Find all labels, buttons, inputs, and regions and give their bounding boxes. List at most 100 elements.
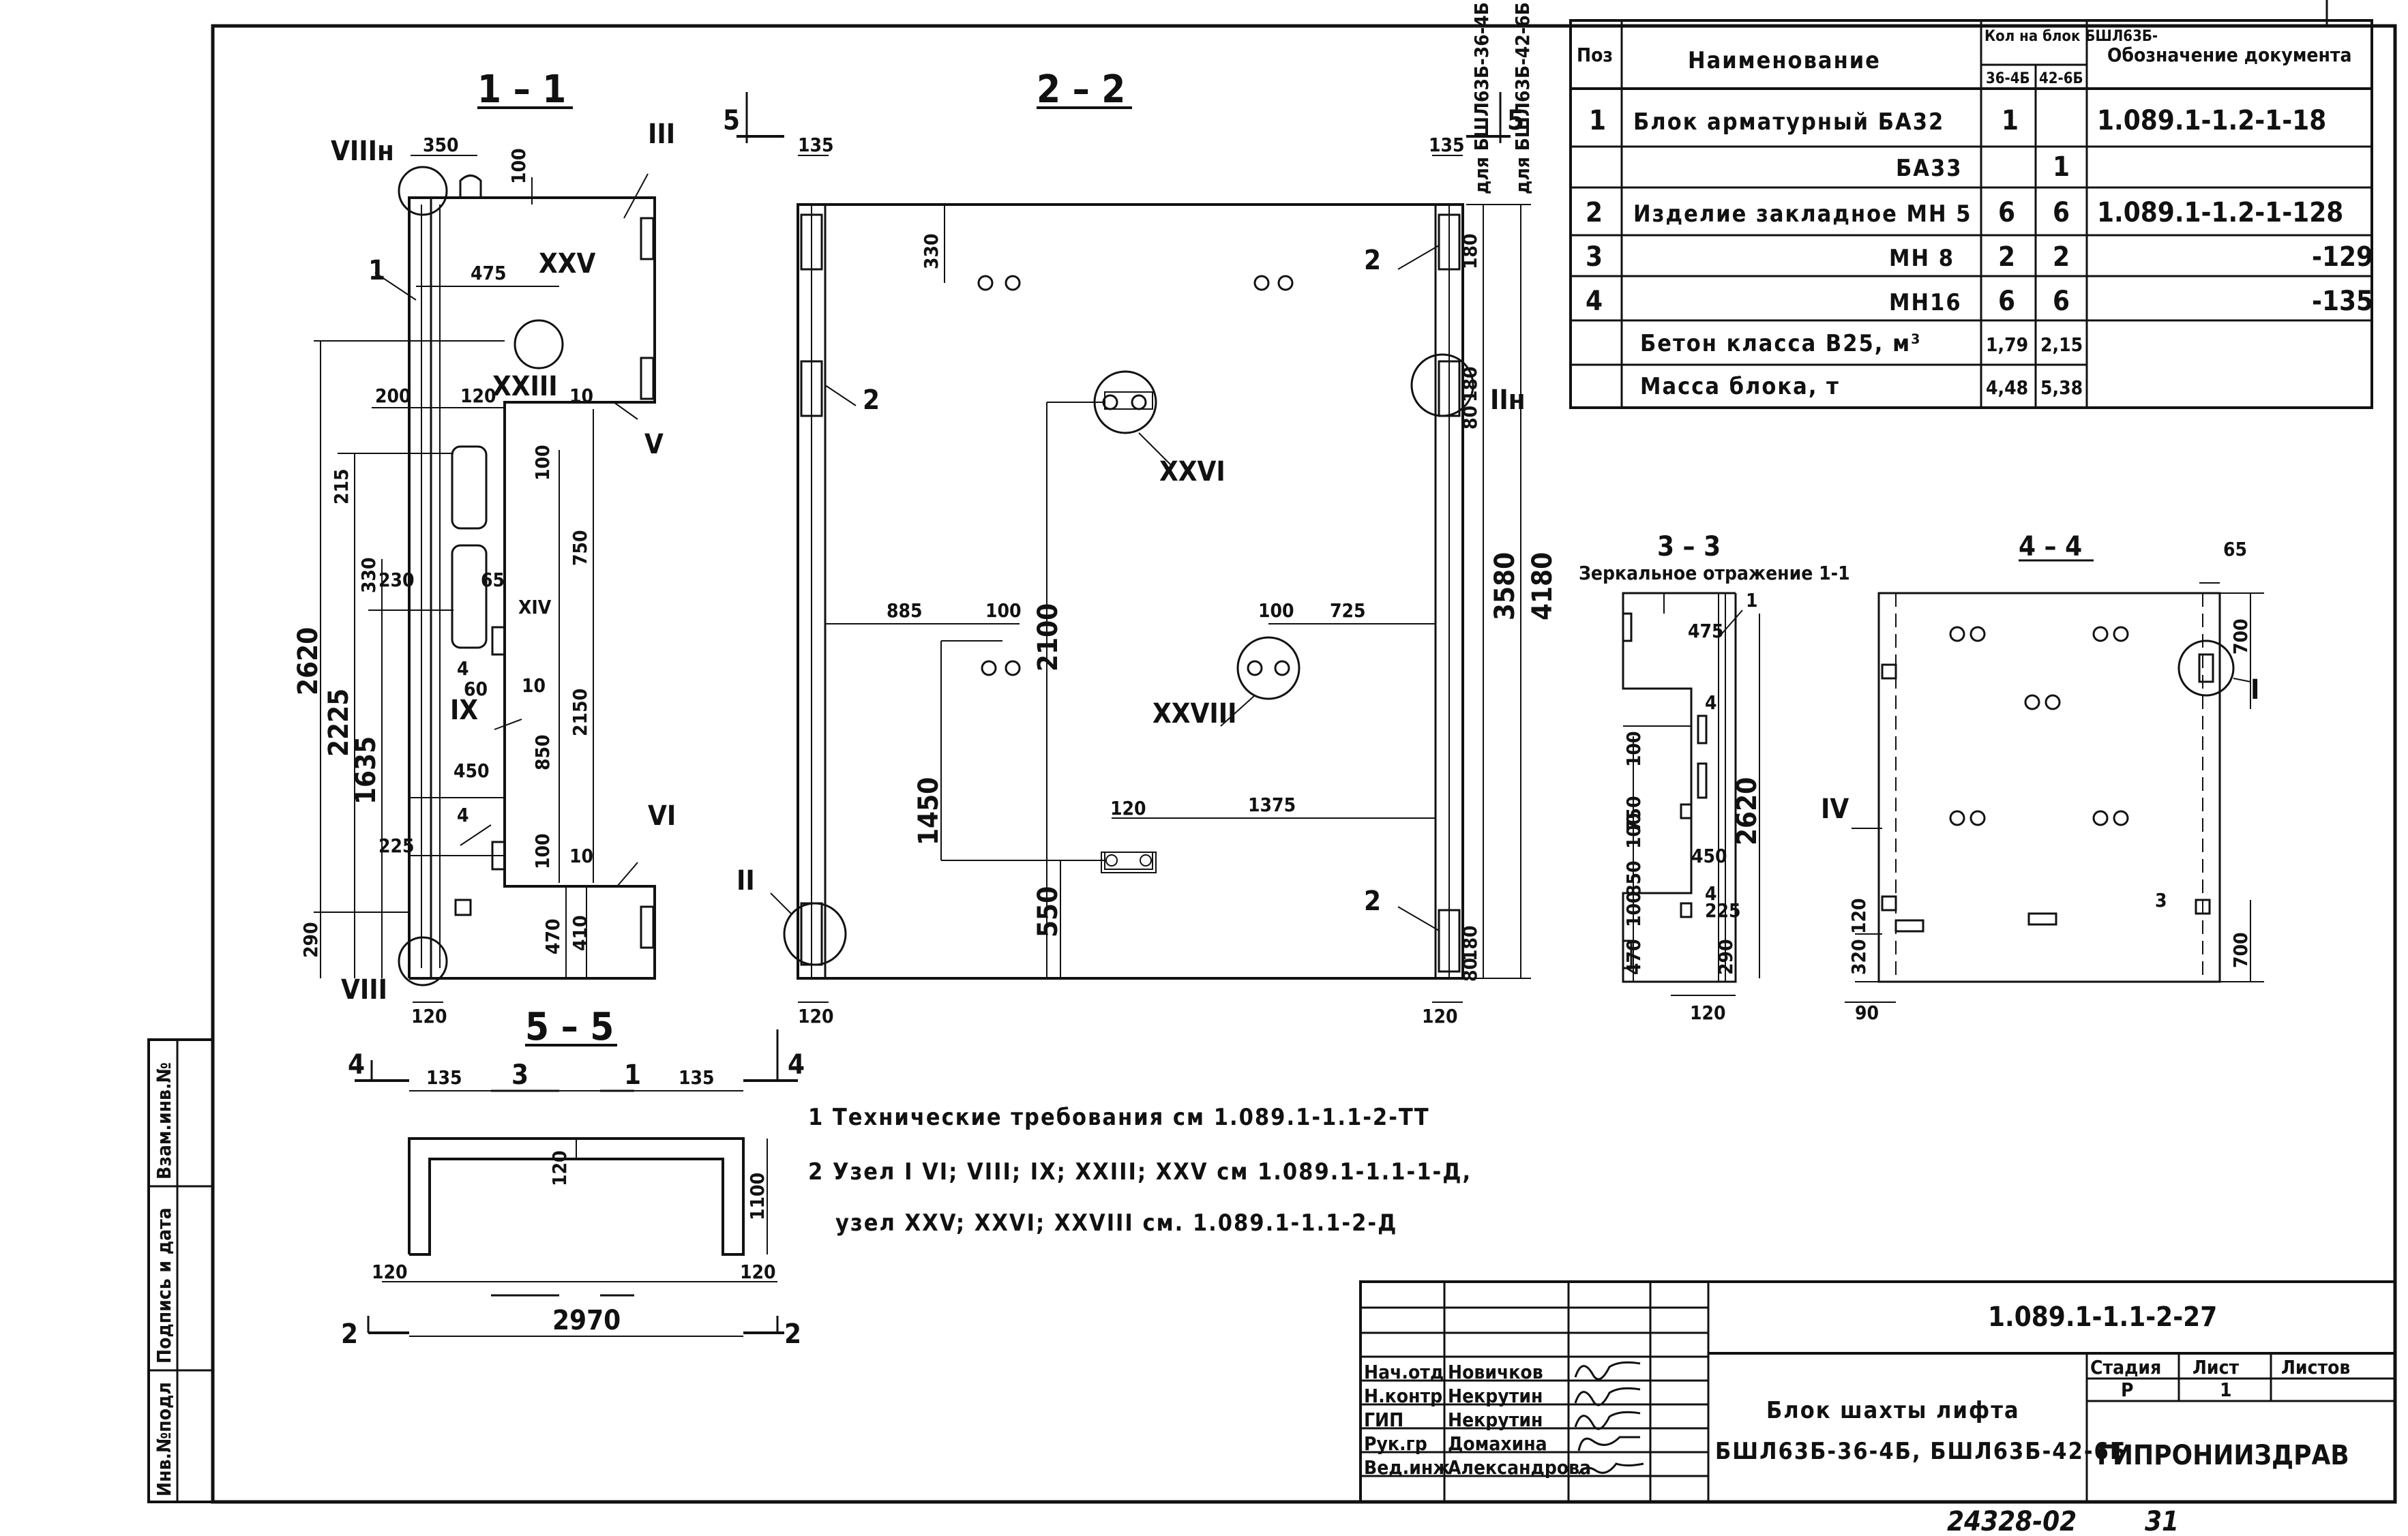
dim-470: 470 bbox=[541, 918, 564, 954]
dim-135a: 135 bbox=[798, 134, 834, 156]
dim-100c: 100 bbox=[531, 833, 554, 869]
dim-1375: 1375 bbox=[1248, 794, 1296, 816]
title-blocks: БШЛ63Б-36-4Б, БШЛ63Б-42-6Б bbox=[1715, 1438, 2127, 1465]
dim-2225: 2225 bbox=[323, 689, 355, 757]
spec-row3-pos: 2 bbox=[1586, 197, 1603, 228]
doc-code: 1.089.1-1.1-2-27 bbox=[1988, 1301, 2217, 1333]
name-4: Домахина bbox=[1448, 1432, 1547, 1455]
node-v: V bbox=[644, 429, 664, 460]
spec-head-pos: Поз bbox=[1577, 44, 1613, 66]
section-title-2-2: 2 – 2 bbox=[1037, 67, 1125, 112]
spec-row4-b: 2 bbox=[2053, 241, 2070, 273]
spec-row5-a: 6 bbox=[1998, 286, 2015, 317]
dim-475: 475 bbox=[471, 262, 507, 284]
cut-5-right: 5 bbox=[1507, 105, 1524, 136]
node-iv: IV bbox=[1821, 794, 1849, 825]
dim-3-100b: 100 bbox=[1622, 813, 1645, 849]
spec-row5-b: 6 bbox=[2053, 286, 2070, 317]
spec-table-text: Поз Наименование Кол на блок БШЛ63Б- 36-… bbox=[1577, 28, 2373, 400]
mirror-note: Зеркальное отражение 1-1 bbox=[1579, 562, 1850, 584]
node-ix: IX bbox=[450, 695, 478, 726]
view-3-3-labels: 475 1 4 4 100 750 100 850 450 100 470 22… bbox=[1622, 589, 1763, 1024]
dim-5-120b: 120 bbox=[372, 1261, 408, 1283]
dim-450: 450 bbox=[454, 759, 490, 782]
note-3: узел XXV; XXVI; XXVIII см. 1.089.1-1.1-2… bbox=[835, 1209, 1397, 1237]
node-viii: VIII bbox=[341, 974, 387, 1006]
dim-100a: 100 bbox=[507, 148, 530, 184]
title-block bbox=[1359, 1280, 2396, 1503]
spec-row2-b: 1 bbox=[2053, 151, 2070, 183]
role-2: Н.контр bbox=[1364, 1385, 1442, 1407]
stage-header: Стадия bbox=[2090, 1356, 2161, 1379]
dim-200: 200 bbox=[375, 385, 411, 407]
dim-60: 60 bbox=[464, 678, 488, 700]
dim-4180: 4180 bbox=[1527, 552, 1558, 620]
node-iin: IIн bbox=[1490, 385, 1526, 416]
pos-4b: 4 bbox=[457, 804, 469, 826]
dim-3580: 3580 bbox=[1489, 552, 1521, 620]
node-ii: II bbox=[737, 865, 755, 897]
title-block-text: 1.089.1-1.1-2-27 Блок шахты лифта БШЛ63Б… bbox=[1364, 1301, 2350, 1479]
dim-100-hole-b: 100 bbox=[1258, 599, 1294, 622]
role-4: Рук.гр bbox=[1364, 1432, 1427, 1455]
dim-3-100c: 100 bbox=[1622, 891, 1645, 927]
dim-410: 410 bbox=[569, 915, 591, 951]
dim-3-450: 450 bbox=[1691, 845, 1727, 867]
dim-10a: 10 bbox=[569, 385, 593, 407]
dim-330a: 330 bbox=[357, 557, 380, 593]
section-title-3-3: 3 – 3 bbox=[1657, 531, 1721, 562]
dim-65: 65 bbox=[481, 569, 505, 591]
spec-head-qty-a: 36-4Б bbox=[1986, 70, 2030, 87]
dim-4-700b: 700 bbox=[2229, 932, 2252, 968]
spec-row1-pos: 1 bbox=[1589, 105, 1606, 136]
dim-3-470: 470 bbox=[1622, 939, 1645, 975]
cut-5-left: 5 bbox=[723, 105, 740, 136]
dim-2620: 2620 bbox=[293, 627, 324, 695]
dim-180b: 180 bbox=[1459, 366, 1481, 402]
dim-885: 885 bbox=[887, 599, 923, 622]
section-title-4-4: 4 – 4 bbox=[2019, 531, 2082, 562]
spec-row1-doc: 1.089.1-1.2-1-18 bbox=[2097, 105, 2326, 136]
role-3: ГИП bbox=[1364, 1409, 1403, 1431]
dim-3-290: 290 bbox=[1714, 939, 1737, 975]
dim-215: 215 bbox=[330, 468, 353, 505]
pos-2b: 2 bbox=[1364, 245, 1381, 276]
dim-3-120: 120 bbox=[1690, 1002, 1726, 1024]
dim-4-120: 120 bbox=[1847, 898, 1870, 934]
cut-2-left: 2 bbox=[341, 1319, 358, 1350]
spec-row4-doc: -129 bbox=[2312, 241, 2373, 273]
dim-1635: 1635 bbox=[351, 736, 382, 804]
view-4-4-labels: 65 700 700 320 120 90 I IV 3 bbox=[1821, 538, 2259, 1024]
dim-10c: 10 bbox=[569, 845, 593, 867]
cut-4-left: 4 bbox=[348, 1049, 365, 1081]
dim-5-120: 120 bbox=[548, 1150, 571, 1186]
spec-row5-pos: 4 bbox=[1586, 286, 1603, 317]
dim-850: 850 bbox=[531, 734, 554, 770]
dim-120a: 120 bbox=[460, 385, 496, 407]
name-5: Александрова bbox=[1448, 1456, 1591, 1479]
pos-1: 1 bbox=[368, 255, 385, 286]
dim-3-750: 750 bbox=[1622, 796, 1645, 832]
signatures bbox=[1574, 1361, 1644, 1475]
side-stamp: Инв.№подл Подпись и дата Взам.инв.№ bbox=[147, 1038, 214, 1503]
dim-4-90: 90 bbox=[1855, 1002, 1879, 1024]
spec-row5-name: МН16 bbox=[1889, 289, 1962, 316]
pos-2c: 2 bbox=[1364, 886, 1381, 917]
dim-100-hole-a: 100 bbox=[985, 599, 1022, 622]
dim-5-135b: 135 bbox=[679, 1066, 715, 1089]
view-1-1 bbox=[314, 155, 656, 1003]
dim-4-320: 320 bbox=[1847, 939, 1870, 975]
name-1: Новичков bbox=[1448, 1361, 1543, 1383]
spec-row6-name: Бетон класса В25, м³ bbox=[1640, 330, 1921, 357]
role-5: Вед.инж bbox=[1364, 1456, 1450, 1479]
node-xxviii: XXVIII bbox=[1153, 698, 1237, 729]
spec-head-doc: Обозначение документа bbox=[2107, 44, 2352, 66]
node-xxiii: XXIII bbox=[492, 371, 558, 402]
node-iii: III bbox=[648, 119, 675, 150]
dim-225: 225 bbox=[378, 834, 415, 857]
spec-row7-a: 4,48 bbox=[1986, 376, 2028, 399]
pos-3-4a: 4 bbox=[1705, 691, 1717, 714]
note-2: 2 Узел I VI; VIII; IX; XXIII; XXV см 1.0… bbox=[808, 1158, 1472, 1186]
node-vi: VI bbox=[648, 800, 676, 832]
node-i: I bbox=[2250, 674, 2259, 706]
